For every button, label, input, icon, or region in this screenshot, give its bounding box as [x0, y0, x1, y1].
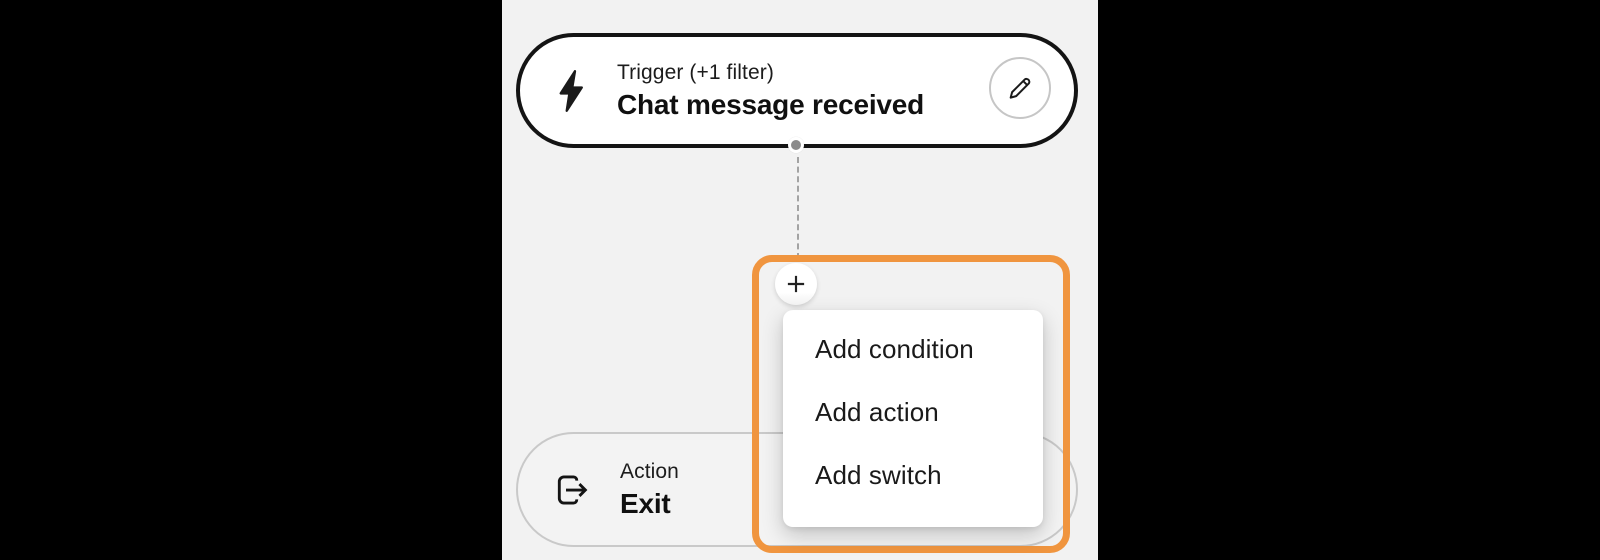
exit-arrow-icon [548, 467, 594, 513]
trigger-node-title: Chat message received [617, 88, 925, 120]
exit-node-title: Exit [620, 487, 671, 519]
flow-canvas[interactable]: Action Exit Trigger (+1 filter) Chat mes… [502, 0, 1098, 560]
trigger-node-text: Trigger (+1 filter) Chat message receive… [617, 59, 924, 123]
plus-icon [783, 271, 809, 297]
edit-trigger-button[interactable] [989, 57, 1051, 119]
menu-item-add-switch[interactable]: Add switch [815, 460, 942, 490]
add-step-menu: Add condition Add action Add switch [783, 310, 1043, 527]
letterbox-left [0, 0, 502, 560]
connector-dot [788, 137, 804, 153]
trigger-node-type-label: Trigger (+1 filter) [617, 60, 774, 84]
lightning-bolt-icon [551, 66, 591, 116]
trigger-node[interactable]: Trigger (+1 filter) Chat message receive… [516, 33, 1078, 148]
pencil-icon [1004, 72, 1036, 104]
exit-node-text: Action Exit [620, 458, 679, 522]
exit-node-type-label: Action [620, 459, 679, 483]
selection-highlight-box [752, 255, 1070, 553]
menu-item-add-action[interactable]: Add action [815, 397, 939, 427]
menu-item-add-condition[interactable]: Add condition [815, 334, 974, 364]
letterbox-right [1098, 0, 1600, 560]
connector-dashed-line [797, 157, 799, 259]
add-step-plus-button[interactable] [775, 263, 817, 305]
